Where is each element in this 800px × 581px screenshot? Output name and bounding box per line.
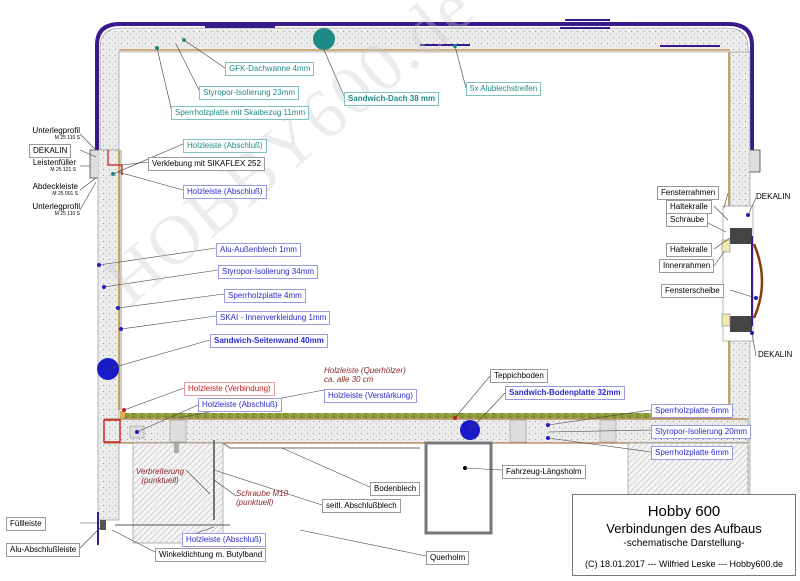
label-dekalin-bottom: DEKALIN — [758, 350, 793, 359]
title-block: Hobby 600 Verbindungen des Aufbaus -sche… — [572, 494, 796, 576]
label-fensterscheibe: Fensterscheibe — [661, 284, 724, 298]
label-holzleiste-verbindung: Holzleiste (Verbindung) — [184, 382, 275, 396]
label-fensterrahmen: Fensterrahmen — [657, 186, 720, 200]
label-leistenfueller: Leistenfüller M 25 121 S — [32, 158, 76, 173]
title-line-2: Verbindungen des Aufbaus — [606, 521, 762, 536]
label-roof-sperrholz: Sperrholzplatte mit Skaibezug 11mm — [171, 106, 310, 120]
label-abschlussblech: seitl. Abschlußblech — [322, 499, 401, 513]
label-verklebung: Verklebung mit SIKAFLEX 252 — [148, 157, 265, 171]
label-skai: SKAI - Innenverkleidung 1mm — [216, 311, 331, 325]
label-holzleiste-abschluss-teal: Holzleiste (Abschluß) — [183, 139, 267, 153]
label-schraube-m10: Schraube M10 (punktuell) — [236, 489, 289, 507]
label-wall-sandwich: Sandwich-Seitenwand 40mm — [210, 334, 328, 348]
floor-plate — [103, 418, 749, 444]
label-teppichboden: Teppichboden — [490, 369, 548, 383]
label-unterlegprofil-bottom: Unterlegprofil M 25 110 S — [32, 202, 80, 217]
label-haltekralle-bottom: Haltekralle — [666, 243, 712, 257]
label-bodenblech: Bodenblech — [370, 482, 421, 496]
chassis-beam — [424, 441, 493, 535]
floor-carpet — [120, 413, 730, 419]
label-dekalin-left: DEKALIN — [29, 144, 72, 158]
label-wall-styropor: Styropor-Isolierung 34mm — [218, 265, 319, 279]
label-verbreiterung: Verbreiterung (punktuell) — [135, 467, 185, 485]
label-dekalin-top: DEKALIN — [756, 192, 791, 201]
label-gfk-dachwanne: GFK-Dachwanne 4mm — [225, 62, 315, 76]
label-schraube-window: Schraube — [666, 213, 709, 227]
label-alu-aussenblech: Alu-Außenblech 1mm — [216, 243, 301, 257]
label-innenrahmen: Innenrahmen — [659, 259, 715, 273]
title-line-4: (C) 18.01.2017 --- Wilfried Leske --- Ho… — [584, 559, 784, 569]
label-floor-sperrholz-top: Sperrholzplatte 6mm — [651, 404, 733, 418]
label-querhoelzer: Holzleiste (Querhölzer) ca. alle 30 cm — [324, 366, 406, 384]
floor-broadening — [132, 442, 224, 544]
title-line-3: -schematische Darstellung- — [623, 538, 745, 549]
label-wall-sperrholz: Sperrholzplatte 4mm — [224, 289, 306, 303]
label-floor-sandwich: Sandwich-Bodenplatte 32mm — [505, 386, 625, 400]
left-wall — [97, 149, 120, 521]
label-fahrzeug-laengsholm: Fahrzeug-Längsholm — [502, 465, 586, 479]
window-pane — [752, 243, 764, 319]
label-fuellleiste: Füllleiste — [6, 517, 46, 531]
title-line-1: Hobby 600 — [647, 503, 721, 520]
label-floor-sperrholz-bottom: Sperrholzplatte 6mm — [651, 446, 733, 460]
label-roof-styropor: Styropor-Isolierung 23mm — [199, 86, 300, 100]
label-alu-abschlussleiste: Alu-Abschlußleiste — [6, 543, 81, 557]
label-abdeckleiste: Abdeckleiste M 25 001 S — [32, 182, 78, 197]
label-floor-styropor: Styropor-Isolierung 20mm — [651, 425, 752, 439]
label-holzleiste-abschluss-bottom: Holzleiste (Abschluß) — [182, 533, 266, 547]
label-alublech: 5x Alublechstreifen — [466, 82, 542, 96]
label-holzleiste-verstaerkung: Holzleiste (Verstärkung) — [324, 389, 417, 403]
label-holzleiste-abschluss-blue: Holzleiste (Abschluß) — [183, 185, 267, 199]
label-querholm: Querholm — [426, 551, 470, 565]
label-haltekralle-top: Haltekralle — [666, 200, 712, 214]
label-holzleiste-abschluss-floor: Holzleiste (Abschluß) — [198, 398, 282, 412]
roof-marker-large — [313, 28, 335, 50]
roof-shell — [95, 22, 754, 160]
label-unterlegprofil-top: Unterlegprofil M 25 110 S — [32, 126, 80, 141]
label-winkeldichtung: Winkeldichtung m. Butylband — [155, 548, 267, 562]
label-roof-sandwich: Sandwich-Dach 38 mm — [344, 92, 440, 106]
